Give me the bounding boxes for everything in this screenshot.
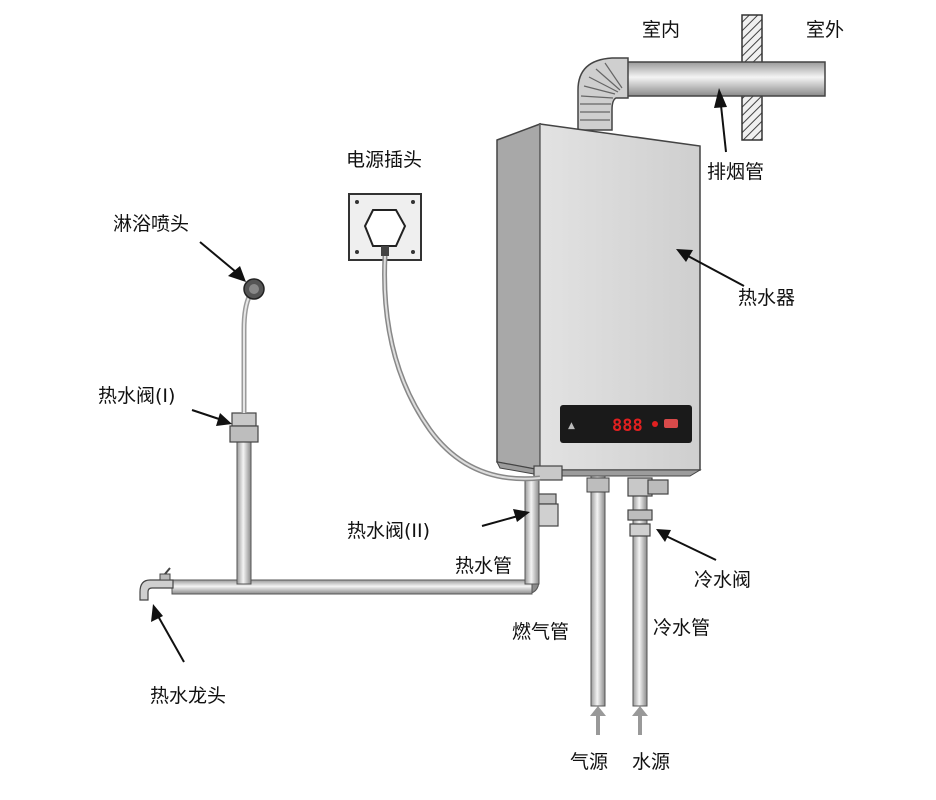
temperature-readout: 888 <box>612 416 643 436</box>
label-hot-water-pipe: 热水管 <box>455 555 512 577</box>
label-cold-water-pipe: 冷水管 <box>653 617 710 639</box>
water-source-arrow-icon <box>632 706 648 735</box>
label-hot-valve-2: 热水阀(II) <box>347 520 430 542</box>
cold-water-valve <box>627 477 669 537</box>
labels: 室内 室外 排烟管 电源插头 淋浴喷头 热水器 热水阀(I) 热水阀(II) 热… <box>98 19 844 773</box>
water-heater-unit: ▲ 888 <box>496 122 702 477</box>
hot-valve-1-leader-arrow-icon <box>191 409 232 426</box>
power-cable <box>382 255 541 482</box>
flue-pipe <box>577 57 826 131</box>
label-gas-pipe: 燃气管 <box>512 621 569 643</box>
label-water-heater: 热水器 <box>738 287 795 309</box>
power-indicator-icon <box>652 421 658 427</box>
hot-water-valve-1 <box>229 412 259 443</box>
label-cold-water-valve: 冷水阀 <box>694 569 751 591</box>
hot-water-valve-2 <box>533 465 563 527</box>
cold-valve-leader-arrow-icon <box>656 529 717 561</box>
water-heater-leader-arrow-icon <box>676 249 745 287</box>
control-panel <box>560 405 692 443</box>
label-hot-valve-1: 热水阀(I) <box>98 385 175 407</box>
hot-valve-2-leader-arrow-icon <box>481 509 530 527</box>
hot-water-tap <box>139 567 174 601</box>
label-gas-source: 气源 <box>570 751 608 773</box>
label-power-plug: 电源插头 <box>346 149 422 171</box>
label-indoor: 室内 <box>642 19 680 41</box>
brand-logo: ▲ <box>568 421 575 431</box>
power-socket <box>348 193 422 261</box>
shower-hose <box>241 293 253 413</box>
leader-arrows <box>151 88 745 663</box>
label-water-source: 水源 <box>632 751 670 773</box>
hot-water-pipe <box>171 439 540 595</box>
flue-pipe-leader-arrow-icon <box>714 88 727 153</box>
shower-head-leader-arrow-icon <box>199 241 246 282</box>
hot-tap-leader-arrow-icon <box>151 604 185 663</box>
control-button-icon <box>664 419 678 428</box>
gas-source-arrow-icon <box>590 706 606 735</box>
gas-pipe <box>586 475 610 707</box>
label-hot-water-tap: 热水龙头 <box>150 685 226 707</box>
shower-head <box>243 278 265 300</box>
label-flue-pipe: 排烟管 <box>707 161 764 183</box>
label-shower-head: 淋浴喷头 <box>113 213 189 235</box>
label-outdoor: 室外 <box>806 19 844 41</box>
